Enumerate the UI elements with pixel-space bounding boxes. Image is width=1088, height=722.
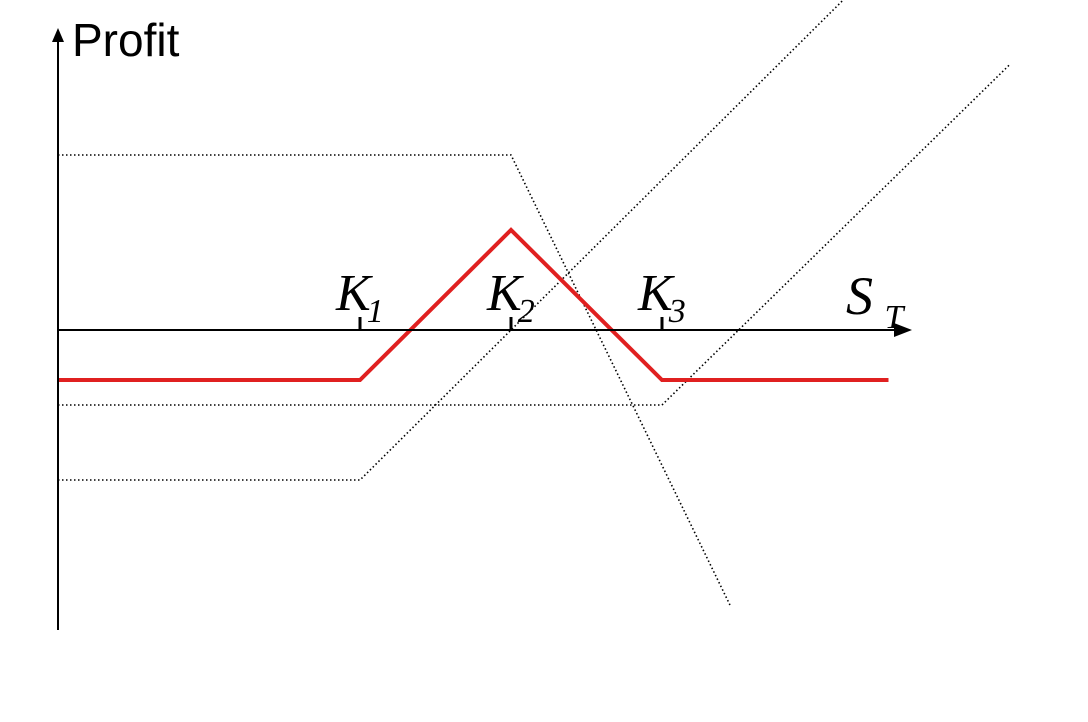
strike-label-1: K1: [335, 265, 384, 330]
strike-label-base: K: [335, 265, 373, 322]
strike-label-subscript: 1: [367, 293, 384, 330]
strike-label-subscript: 3: [668, 293, 686, 330]
y-axis-label: Profit: [72, 14, 180, 66]
x-axis-label-base: S: [846, 266, 873, 326]
y-axis-arrowhead: [52, 28, 64, 42]
x-axis-label-subscript: T: [885, 299, 906, 336]
strike-label-base: K: [486, 265, 524, 322]
component-dotted-series-1: [58, 0, 844, 481]
payoff-line-series: [58, 227, 889, 382]
x-axis-label: S T: [846, 266, 906, 336]
series-layer: [58, 0, 1010, 606]
component-dotted-series-3: [58, 154, 731, 606]
strike-label-base: K: [637, 265, 675, 322]
component-dotted-series-2: [58, 64, 1010, 406]
strike-label-2: K2: [486, 265, 535, 330]
x-axis-arrowhead: [894, 323, 912, 337]
strike-label-3: K3: [637, 265, 686, 330]
strike-label-subscript: 2: [518, 293, 535, 330]
